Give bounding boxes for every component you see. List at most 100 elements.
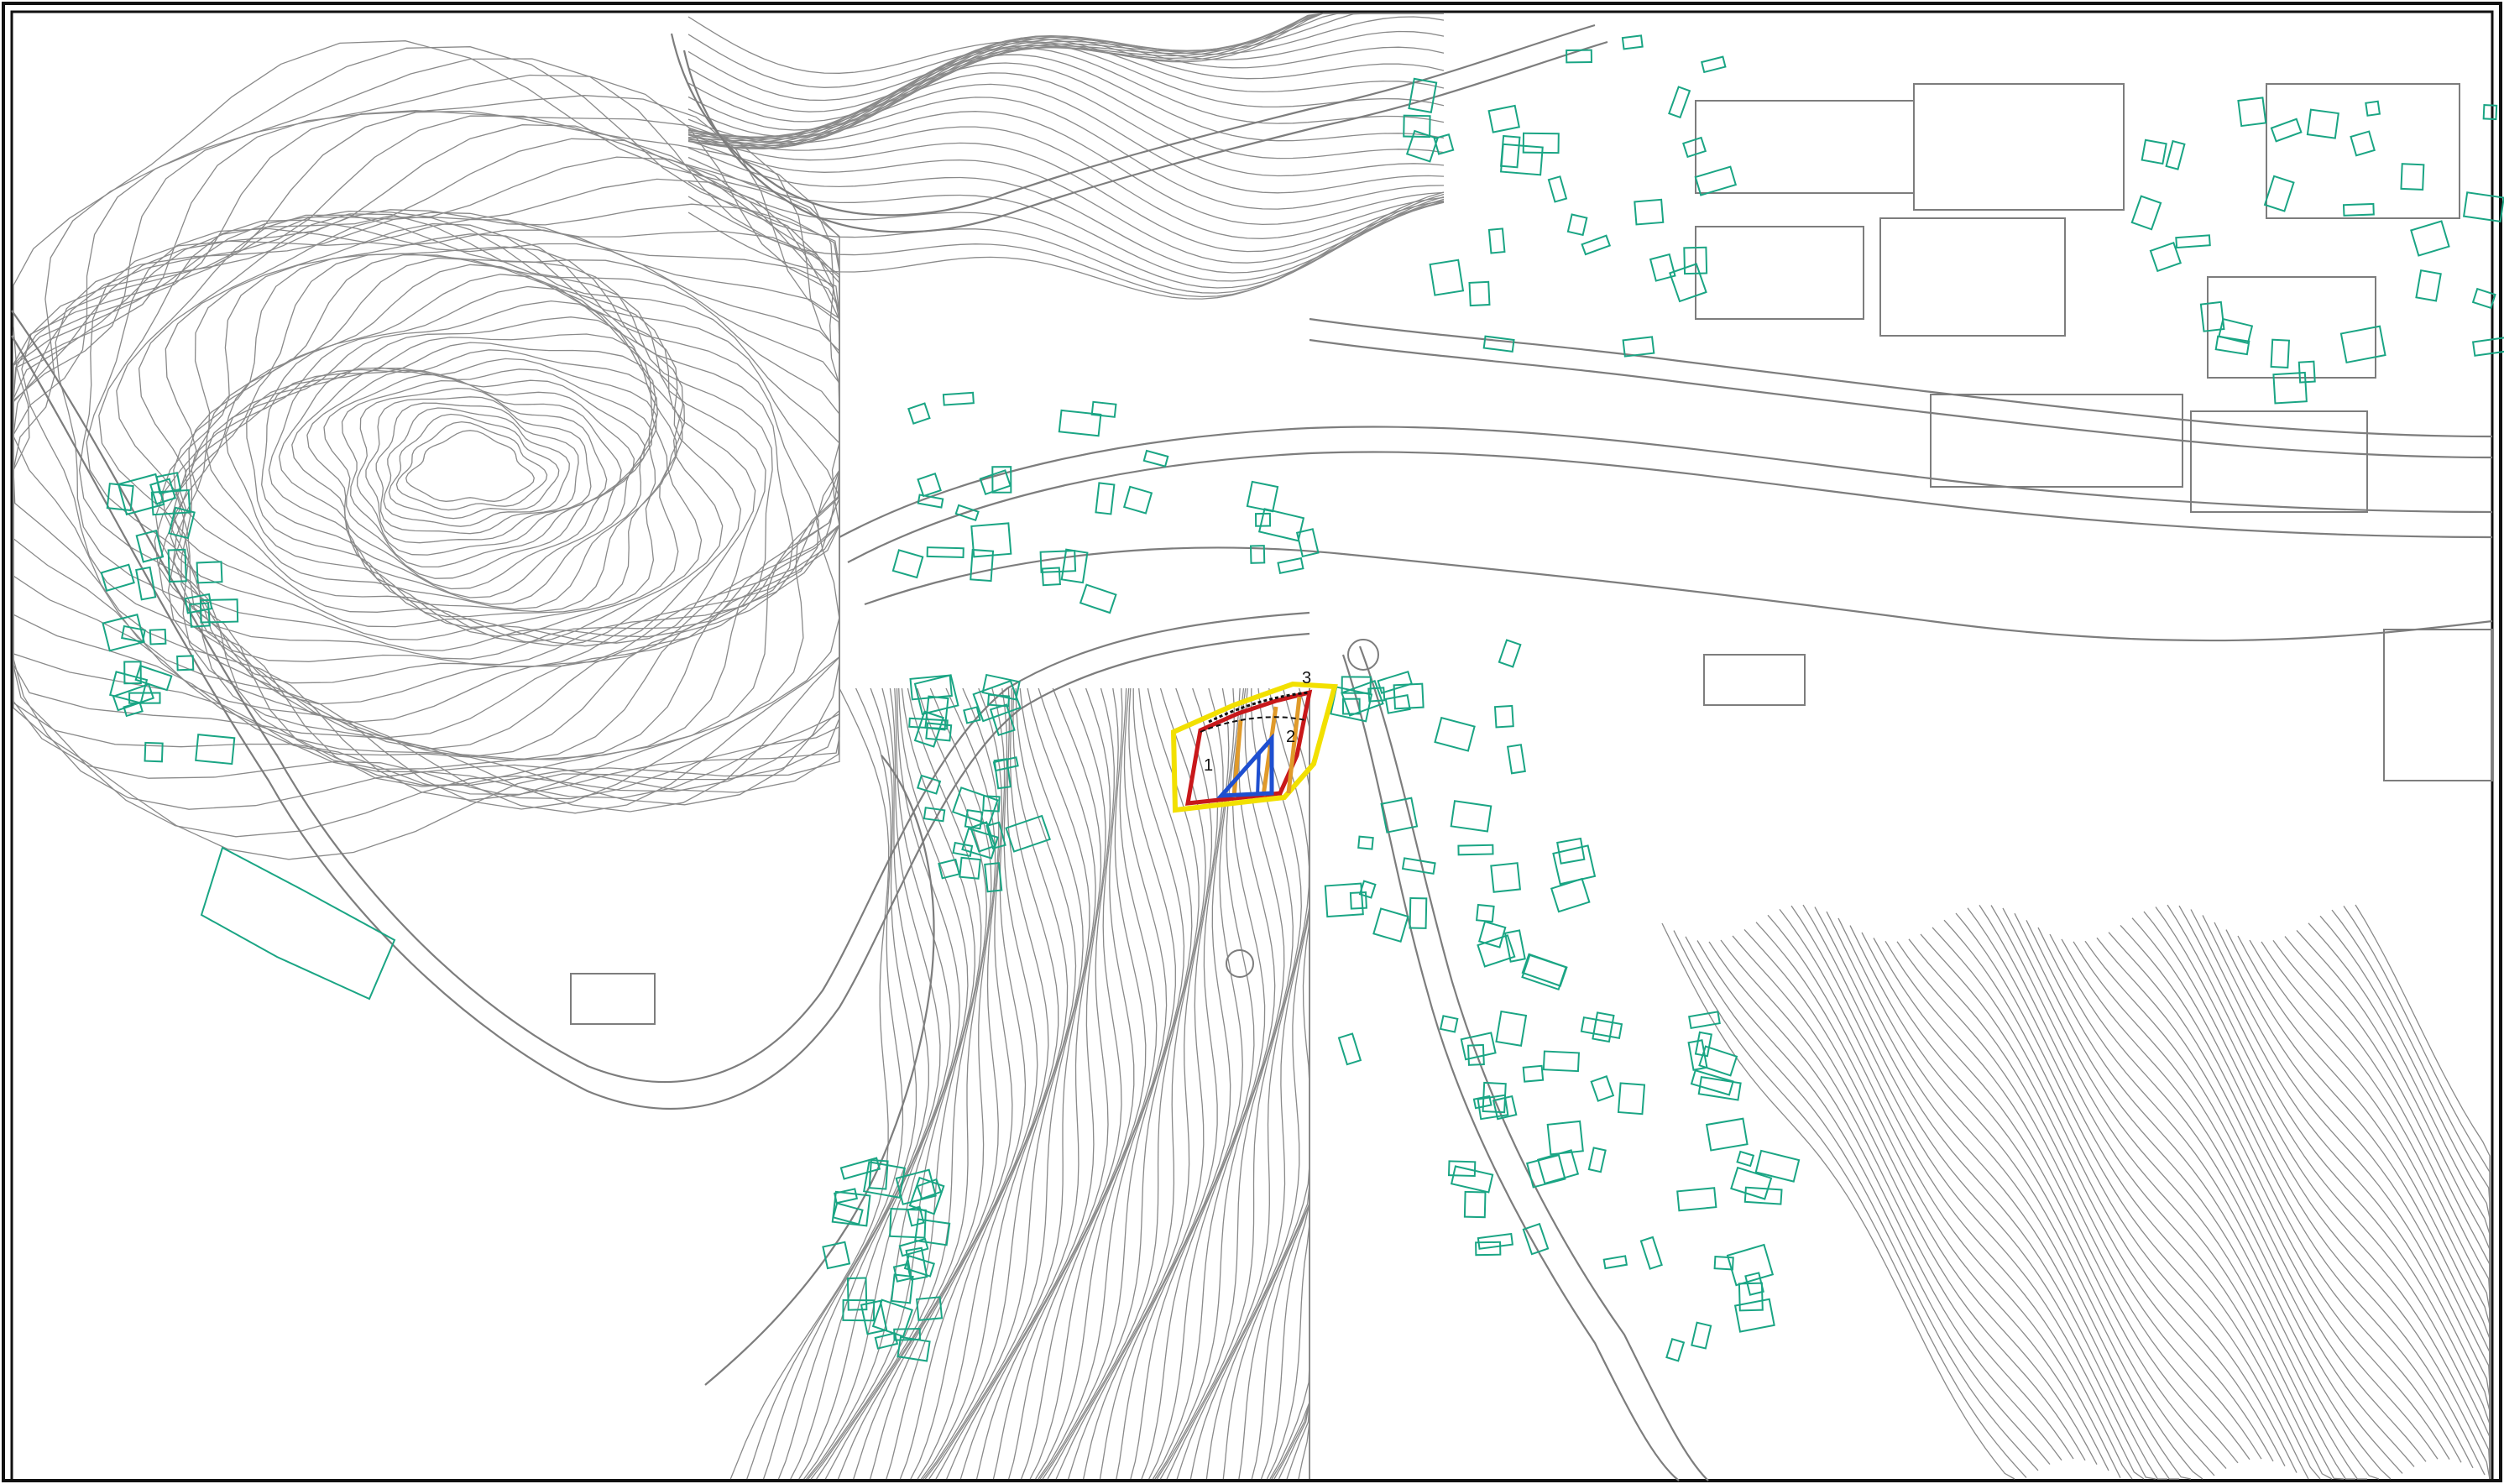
building-outline [1499, 143, 1544, 176]
building-outline [908, 717, 949, 730]
contour-line [161, 233, 819, 684]
zone-blue-vertical [1256, 750, 1261, 797]
building-outline [1475, 1241, 1502, 1257]
contour-line [935, 687, 1096, 1480]
contour-line [1732, 935, 2086, 1461]
contour-line [806, 687, 969, 1480]
contour-line [2237, 935, 2491, 1471]
building-outline [2237, 97, 2267, 128]
building-outline [874, 1332, 899, 1350]
building-outline [917, 473, 942, 498]
contour-line [1779, 909, 2133, 1480]
building-outline [1457, 844, 1494, 856]
contour-line [1708, 941, 2062, 1461]
building-outline [155, 472, 182, 494]
contour-line [1116, 687, 1231, 1480]
site-zone-group[interactable] [1170, 681, 1338, 813]
building-outline [1295, 528, 1320, 558]
building-outline [913, 674, 959, 715]
contour-line [1696, 940, 2051, 1466]
building-outline [1754, 1149, 1801, 1183]
building-outline [925, 722, 953, 742]
contour-line [816, 687, 988, 1480]
contour-line [138, 213, 840, 739]
contour-line [1979, 905, 2333, 1480]
building-outline [2263, 175, 2295, 212]
building-outline [1705, 1117, 1749, 1152]
building-outline [1405, 129, 1439, 163]
building-outline [871, 1298, 913, 1338]
building-outline [970, 522, 1012, 558]
building-outline [1447, 1160, 1477, 1178]
building-outline [1468, 280, 1491, 307]
contour-lines-southeast-slope [1661, 904, 2491, 1480]
building-outline [2306, 108, 2339, 139]
contour-line [155, 222, 840, 705]
contour-line [1873, 938, 2227, 1470]
building-outline [917, 494, 944, 509]
zone-red-outline[interactable] [1184, 689, 1313, 806]
contour-line [261, 342, 656, 613]
contour-line [687, 83, 1445, 194]
building-outline [961, 827, 999, 860]
zone-blue-inner[interactable] [1216, 733, 1274, 798]
building-outline [1380, 797, 1419, 833]
building-outline [1377, 670, 1414, 694]
building-outline [2462, 191, 2504, 223]
contour-line [1035, 687, 1168, 1480]
contour-line [1266, 688, 1310, 1480]
contour-line [803, 687, 960, 1480]
contour-line [729, 687, 890, 1480]
building-outline [1525, 1153, 1566, 1189]
contour-line [383, 407, 570, 527]
contour-line [1920, 933, 2274, 1462]
contour-line [687, 34, 1445, 149]
contour-line [687, 168, 1445, 289]
contour-line [687, 13, 1444, 112]
contour-line [687, 72, 1445, 177]
contour-line [824, 687, 992, 1480]
contour-line [1755, 922, 2109, 1471]
contour-line [2002, 907, 2355, 1480]
contour-line [924, 687, 1084, 1480]
building-outline [1649, 253, 1676, 282]
building-outline [942, 391, 975, 406]
contour-line [1861, 932, 2215, 1476]
contour-line [356, 387, 608, 556]
building-outline [916, 1178, 943, 1200]
building-outline [954, 504, 980, 522]
building-outline [2471, 336, 2504, 357]
contour-line [1790, 905, 2145, 1480]
building-outline [1550, 877, 1591, 913]
contour-line [1038, 687, 1176, 1480]
contour-lines-north-ridge [687, 13, 1445, 300]
building-outline [1498, 639, 1522, 668]
building-outline [1665, 1337, 1686, 1362]
building-outline [1581, 234, 1612, 256]
building-outline [982, 795, 1001, 813]
building-outline [167, 548, 187, 583]
building-outline [898, 1237, 929, 1257]
building-outline [964, 808, 984, 830]
building-outline [1506, 744, 1526, 775]
building-outline [895, 1168, 937, 1205]
building-outline [1433, 133, 1455, 155]
building-outline [1522, 1064, 1545, 1083]
building-outline [1669, 263, 1707, 303]
building-outline [1358, 880, 1377, 899]
parcel-boundary-yellow[interactable] [1170, 681, 1338, 813]
building-outline [1349, 891, 1367, 910]
building-outline [1330, 686, 1373, 723]
building-outline [992, 756, 1019, 772]
building-outline [839, 1157, 881, 1180]
contour-line [225, 316, 677, 629]
building-outline [951, 786, 999, 826]
roundabout [1347, 639, 1379, 671]
contour-line [808, 687, 975, 1480]
zone-orange-stripe-1 [1231, 719, 1243, 798]
building-outline [1005, 814, 1051, 853]
contour-line [1661, 922, 2015, 1480]
building-outline [846, 1277, 868, 1311]
